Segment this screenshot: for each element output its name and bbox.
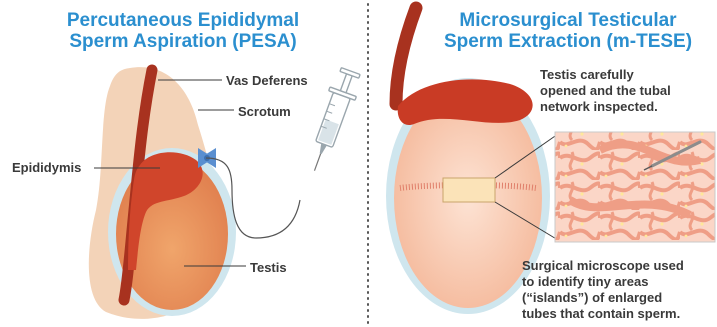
microscope-note-line-2: to identify tiny areas xyxy=(522,274,684,290)
microscope-note-line-1: Surgical microscope used xyxy=(522,258,684,274)
microscope-note-line-4: tubes that contain sperm. xyxy=(522,306,684,322)
microscope-note: Surgical microscope used to identify tin… xyxy=(522,258,684,322)
microscope-note-line-3: (“islands”) of enlarged xyxy=(522,290,684,306)
epididymis-label: Epididymis xyxy=(12,160,81,176)
inspection-note-line-2: opened and the tubal xyxy=(540,83,671,99)
inspection-note-line-3: network inspected. xyxy=(540,99,671,115)
inspection-area xyxy=(443,178,495,202)
vas-deferens-right xyxy=(396,8,416,104)
magnified-tubules xyxy=(555,132,715,242)
scrotum-label: Scrotum xyxy=(238,104,291,120)
syringe-icon xyxy=(301,66,364,175)
epididymis-right xyxy=(398,79,533,125)
inspection-note: Testis carefully opened and the tubal ne… xyxy=(540,67,671,115)
testis-label: Testis xyxy=(250,260,287,276)
inspection-note-line-1: Testis carefully xyxy=(540,67,671,83)
vas-deferens-label: Vas Deferens xyxy=(226,73,308,89)
